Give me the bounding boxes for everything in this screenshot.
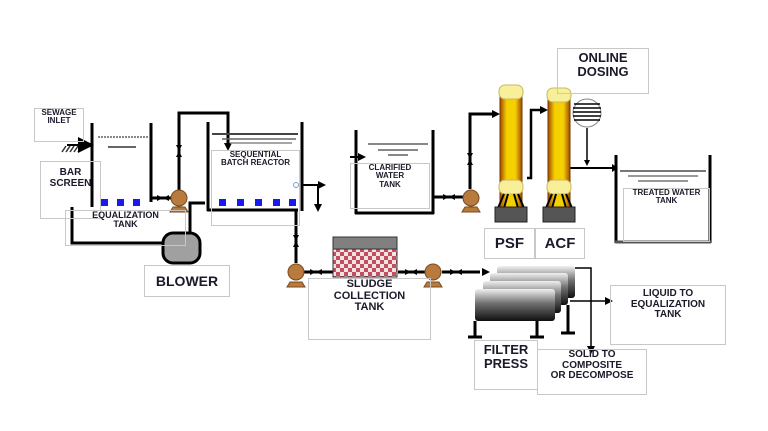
- filter-press-icon: [468, 266, 575, 339]
- label-acf: ACF: [535, 228, 585, 259]
- sludge-tank-icon: [332, 236, 398, 278]
- pump-icon: [423, 263, 443, 288]
- label-online-dosing: ONLINE DOSING: [557, 48, 649, 94]
- pump-icon: [286, 263, 306, 288]
- label-sludge-collection-tank: SLUDGE COLLECTION TANK: [308, 278, 431, 340]
- label-filter-press: FILTER PRESS: [474, 340, 538, 390]
- psf-filter-icon: [494, 84, 528, 223]
- diffuser: [101, 199, 108, 206]
- sbr-tank: [206, 122, 304, 212]
- label-bar-screen: BAR SCREEN: [40, 161, 101, 219]
- label-treated-water-tank: TREATED WATER TANK: [623, 188, 710, 242]
- label-clarified-water-tank: CLARIFIED WATER TANK: [350, 163, 430, 209]
- dosing-tank-icon: [572, 98, 602, 128]
- bar-screen-icon: [61, 137, 94, 153]
- label-liquid-to-equalization: LIQUID TO EQUALIZATION TANK: [610, 285, 726, 345]
- label-psf: PSF: [484, 228, 535, 259]
- blower-icon: [161, 231, 202, 265]
- label-blower: BLOWER: [144, 265, 230, 297]
- arrowheads: [224, 106, 618, 354]
- label-sbr: SEQUENTIAL BATCH REACTOR: [211, 150, 300, 226]
- pump-icon: [461, 189, 481, 213]
- diffuser: [117, 199, 124, 206]
- label-solid-to-composite: SOLID TO COMPOSITE OR DECOMPOSE: [537, 349, 647, 395]
- valves: [157, 145, 473, 275]
- pump-icon: [169, 189, 189, 213]
- acf-filter-icon: [542, 87, 576, 223]
- diffuser: [133, 199, 140, 206]
- clarified-water-tank: [350, 130, 435, 215]
- treated-water-tank: [614, 155, 712, 244]
- label-sewage-inlet: SEWAGE INLET: [34, 108, 84, 142]
- label-equalization-tank: EQUALIZATION TANK: [65, 210, 186, 246]
